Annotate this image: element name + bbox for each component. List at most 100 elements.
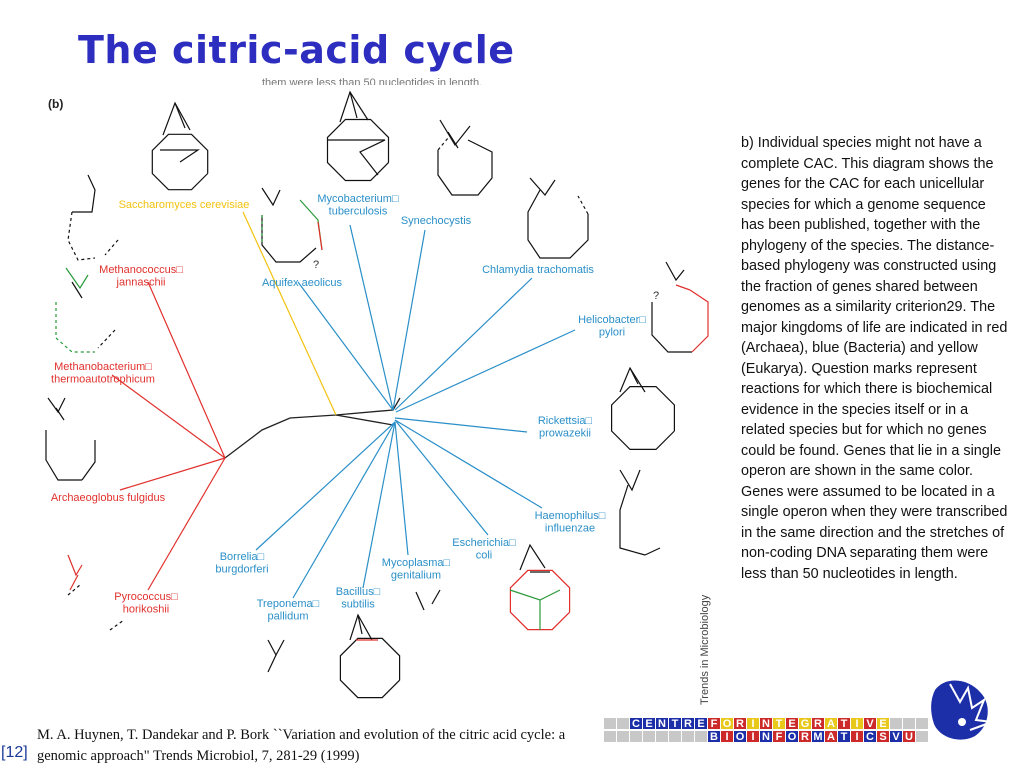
pathway-drawing: [665, 261, 685, 282]
logo-cell: [630, 731, 642, 742]
citation: M. A. Huynen, T. Dandekar and P. Bork ``…: [37, 727, 566, 764]
species-label-saccharomyces: Saccharomyces cerevisiae: [119, 199, 250, 211]
species-label-haemophilus: Haemophilus□: [535, 510, 606, 522]
logo-cell: [695, 731, 707, 742]
species-label-chlamydia: Chlamydia trachomatis: [482, 264, 594, 276]
logo-letter: A: [827, 731, 835, 743]
logo-cell: [669, 718, 681, 729]
logo-cell: [747, 731, 759, 742]
pathway-drawing: [439, 119, 471, 147]
pathway-drawing: [577, 195, 589, 215]
pathway-drawing: [72, 174, 96, 213]
branch-bacillus: [362, 421, 396, 589]
pathway-drawing: [509, 589, 561, 601]
question-mark: ?: [313, 259, 319, 271]
pathway-drawing: [509, 569, 571, 631]
logo-cell: [773, 731, 785, 742]
logo-cell: [890, 718, 902, 729]
logo-cell: [786, 731, 798, 742]
logo-cell: [799, 718, 811, 729]
branch-mycoplasma: [394, 421, 409, 556]
pathway-drawing: [644, 547, 661, 556]
branch-treponema: [292, 421, 396, 599]
branch-methanococcus: [147, 281, 226, 459]
species-label-mycobacterium: tuberculosis: [329, 206, 388, 218]
pathway-drawing: [415, 591, 425, 611]
logo-letter: T: [841, 718, 848, 730]
branch-chlamydia: [394, 277, 533, 411]
logo-letter: E: [645, 718, 652, 730]
logo-cell: [630, 718, 642, 729]
pathway-drawing: [45, 430, 82, 481]
logo-cell: [734, 718, 746, 729]
logo-cell: [799, 731, 811, 742]
logo-cell: [656, 731, 668, 742]
logo-letter: I: [855, 718, 858, 730]
logo-letter: E: [879, 718, 886, 730]
logo-cell: [669, 731, 681, 742]
pathway-drawing: [317, 221, 323, 251]
pathway-drawing: [67, 584, 81, 596]
pathway-drawing: [651, 302, 692, 353]
species-label-bacillus: subtilis: [341, 599, 375, 611]
pathway-drawing: [349, 91, 358, 119]
pathway-drawing: [69, 574, 79, 591]
pathway-drawing: [47, 397, 66, 414]
logo-cell: [773, 718, 785, 729]
species-label-borrelia: burgdorferi: [215, 564, 268, 576]
logo-letter: B: [710, 731, 718, 743]
pathway-drawing: [529, 177, 556, 196]
logo-cell: [617, 718, 629, 729]
pathway-drawing: [357, 614, 363, 635]
logo-letter: R: [814, 718, 822, 730]
logo-letter: T: [776, 718, 783, 730]
pathway-drawing: [437, 139, 493, 196]
cropped-caption-remnant: them were less than 50 nucleotides in le…: [262, 78, 483, 85]
species-label-bacillus: Bacillus□: [336, 586, 381, 598]
figure-caption: b) Individual species might not have a c…: [741, 135, 1008, 582]
cac-pathway-diagrams: [45, 90, 709, 699]
logo-letter: T: [841, 731, 848, 743]
logo-cell: [851, 718, 863, 729]
logo-letter: I: [855, 731, 858, 743]
logo-cell: [708, 718, 720, 729]
pathway-drawing: [261, 187, 281, 207]
pathway-drawing: [261, 215, 317, 263]
logo-letter: T: [672, 718, 679, 730]
logo-cell: [812, 718, 824, 729]
pathway-drawing: [55, 407, 65, 421]
branch-haemophilus: [394, 419, 543, 509]
branch-archaeoglobus: [119, 457, 226, 491]
pathway-drawing: [326, 118, 390, 182]
logo-cell: [721, 731, 733, 742]
species-label-synechocystis: Synechocystis: [401, 215, 472, 227]
species-label-aquifex: Aquifex aeolicus: [262, 277, 343, 289]
logo-cell: [682, 718, 694, 729]
pathway-drawing: [437, 137, 449, 151]
logo-cell: [903, 731, 915, 742]
pathway-drawing: [81, 440, 96, 481]
logo-letter: C: [632, 718, 640, 730]
pathway-drawing: [610, 386, 676, 450]
pathway-drawing: [267, 639, 285, 657]
branch-aquifex: [297, 281, 394, 411]
page-number: [12]: [1, 744, 28, 761]
logo-letter: A: [827, 718, 835, 730]
logo-letter: E: [788, 718, 795, 730]
logo-cell: [695, 718, 707, 729]
species-label-pyrococcus: horikoshii: [123, 604, 169, 616]
branch-mycobacterium: [349, 224, 394, 411]
logo-letter: O: [788, 731, 797, 743]
species-label-haemophilus: influenzae: [545, 523, 595, 535]
species-label-rickettsia: prowazekii: [539, 428, 591, 440]
griffin-emblem: [931, 680, 993, 740]
species-label-mycoplasma: genitalium: [391, 570, 441, 582]
logo-letter: I: [751, 718, 754, 730]
question-marks: ??: [313, 259, 659, 302]
species-label-mycobacterium: Mycobacterium□: [317, 193, 399, 205]
logo-cell: [604, 731, 616, 742]
logo-cell: [682, 731, 694, 742]
logo-cell: [656, 718, 668, 729]
